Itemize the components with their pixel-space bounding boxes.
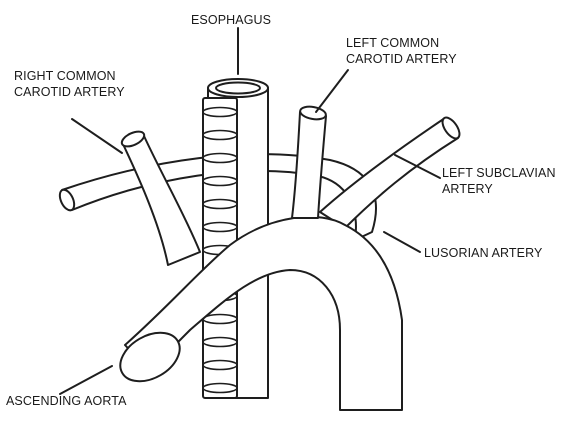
label-lusorian-artery: LUSORIAN ARTERY xyxy=(424,245,542,261)
right-common-carotid-artery xyxy=(120,128,200,265)
leader-ascending-aorta xyxy=(60,366,112,394)
label-ascending-aorta: ASCENDING AORTA xyxy=(6,393,127,409)
label-left-subclavian-line2: ARTERY xyxy=(442,181,493,197)
label-left-common-carotid-line2: CAROTID ARTERY xyxy=(346,51,457,67)
leader-left-carotid xyxy=(316,70,348,112)
left-common-carotid-artery xyxy=(292,105,327,218)
label-right-common-carotid-line2: CAROTID ARTERY xyxy=(14,84,125,100)
label-left-common-carotid-line1: LEFT COMMON xyxy=(346,35,439,51)
leader-right-carotid xyxy=(72,119,122,153)
label-esophagus: ESOPHAGUS xyxy=(191,12,271,28)
label-left-subclavian-line1: LEFT SUBCLAVIAN xyxy=(442,165,556,181)
label-right-common-carotid-line1: RIGHT COMMON xyxy=(14,68,116,84)
leader-lusorian xyxy=(384,232,420,252)
